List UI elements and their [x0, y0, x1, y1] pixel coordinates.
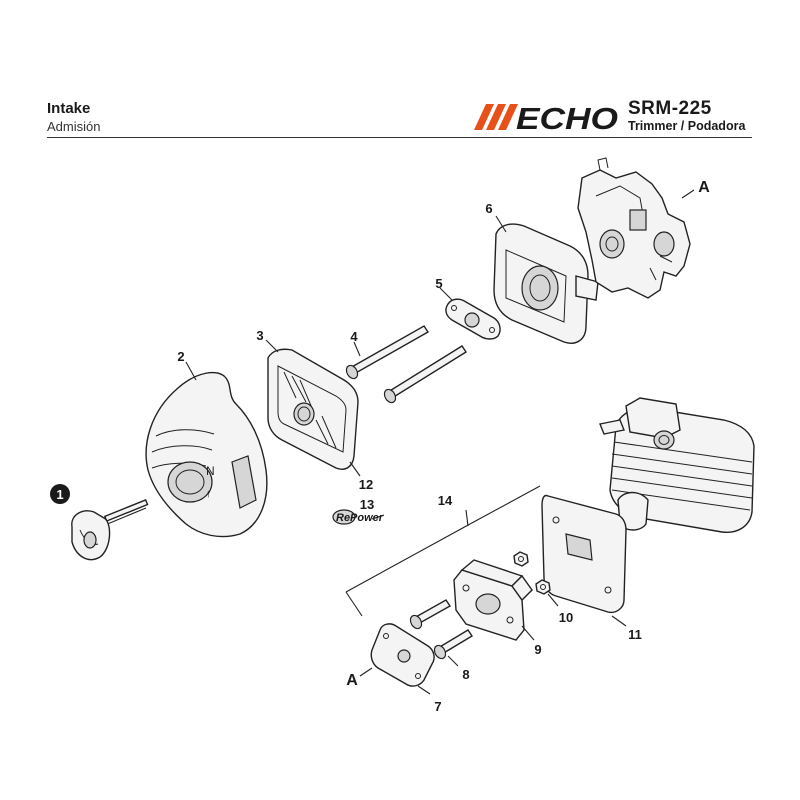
header-rule	[47, 137, 752, 139]
svg-text:N: N	[206, 464, 215, 478]
callout-10: 10	[559, 610, 573, 625]
part-1-knob	[71, 498, 149, 561]
callout-2: 2	[177, 349, 184, 364]
model-description: Trimmer / Podadora	[628, 119, 746, 133]
callout-6: 6	[485, 201, 492, 216]
page-subtitle: Admisión	[47, 119, 101, 134]
part-9-insulator	[453, 559, 533, 641]
callout-1: 1	[56, 487, 63, 502]
part-2-filter-cover: N ↑	[145, 371, 268, 538]
echo-logo-stripes	[474, 104, 518, 130]
part-3-air-filter	[267, 348, 359, 470]
callout-11: 11	[628, 627, 642, 642]
page-header-right: SRM-225 Trimmer / Podadora	[628, 98, 745, 134]
part-4-bolts	[345, 325, 467, 404]
callout-1-marker	[50, 484, 70, 504]
part-7-gasket	[370, 623, 435, 687]
page-header-left: Intake Admisión	[47, 100, 100, 135]
callout-9: 9	[534, 642, 541, 657]
part-13-repower-label: RePower	[332, 509, 385, 525]
carburetor	[577, 157, 691, 299]
callout-14: 14	[438, 493, 453, 508]
part-8-short-bolts	[409, 599, 473, 660]
page-title: Intake	[47, 100, 91, 117]
callout-13: 13	[360, 497, 374, 512]
part-11-gasket	[541, 494, 627, 614]
part-14-assembly-bracket	[345, 485, 541, 617]
echo-logo-text: ECHO	[516, 101, 618, 134]
callout-7: 7	[434, 699, 441, 714]
repower-logo-text: RePower	[336, 512, 384, 524]
cylinder	[599, 397, 755, 533]
part-5-gasket	[445, 298, 501, 340]
callout-12: 12	[359, 477, 373, 492]
svg-text:↑: ↑	[206, 488, 212, 500]
part-6-filter-base	[493, 223, 599, 344]
callout-4: 4	[350, 329, 358, 344]
callout-a-bottom: A	[346, 672, 358, 689]
echo-logo: ECHO	[474, 101, 618, 134]
callout-a-top: A	[698, 179, 710, 196]
callout-8: 8	[462, 667, 469, 682]
model-number: SRM-225	[628, 98, 712, 119]
part-10-nuts	[513, 551, 551, 595]
callout-5: 5	[435, 276, 442, 291]
callout-3: 3	[256, 328, 263, 343]
